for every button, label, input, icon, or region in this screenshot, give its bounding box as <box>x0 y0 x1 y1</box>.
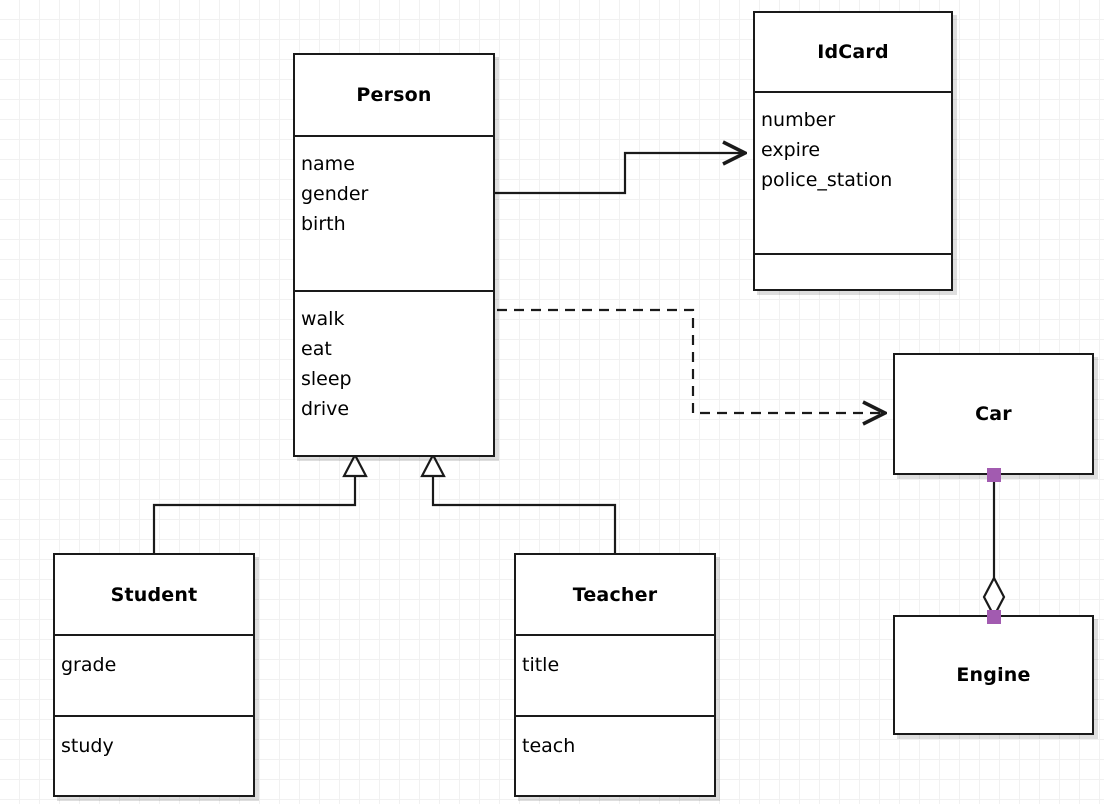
attribute-item: birth <box>301 213 346 235</box>
method-item: walk <box>301 308 345 330</box>
class-title-idcard: IdCard <box>817 41 889 63</box>
class-attributes-idcard: number expire police_station <box>755 91 951 253</box>
attribute-item: grade <box>61 654 117 676</box>
relation-teacher-person <box>420 452 617 553</box>
relation-car-engine <box>982 475 1006 619</box>
class-methods-person: walk eat sleep drive <box>295 290 493 455</box>
method-item: study <box>61 735 114 757</box>
uml-class-idcard[interactable]: IdCard number expire police_station <box>753 11 953 291</box>
uml-class-person[interactable]: Person name gender birth walk eat sleep … <box>293 53 495 457</box>
attribute-item: number <box>761 109 836 131</box>
method-item: drive <box>301 398 350 420</box>
relation-person-car <box>497 308 885 413</box>
relation-person-idcard <box>495 153 745 195</box>
class-attributes-person: name gender birth <box>295 135 493 290</box>
class-title-person: Person <box>356 84 432 106</box>
attribute-item: police_station <box>761 169 893 191</box>
class-methods-student: study <box>55 715 253 795</box>
class-attributes-student: grade <box>55 634 253 715</box>
attribute-item: title <box>522 654 560 676</box>
relation-student-person <box>152 452 368 553</box>
class-title-car: Car <box>975 403 1012 425</box>
attribute-item: name <box>301 153 355 175</box>
uml-class-student[interactable]: Student grade study <box>53 553 255 797</box>
class-title-engine: Engine <box>956 664 1031 686</box>
class-title-student: Student <box>110 583 198 606</box>
class-title-teacher: Teacher <box>572 583 658 606</box>
method-item: sleep <box>301 368 352 390</box>
uml-class-teacher[interactable]: Teacher title teach <box>514 553 716 797</box>
attribute-item: expire <box>761 139 821 161</box>
class-methods-idcard <box>755 253 951 289</box>
uml-class-car[interactable]: Car <box>893 353 1094 475</box>
method-item: eat <box>301 338 332 360</box>
attribute-item: gender <box>301 183 369 205</box>
class-methods-teacher: teach <box>516 715 714 795</box>
uml-class-engine[interactable]: Engine <box>893 615 1094 735</box>
class-attributes-teacher: title <box>516 634 714 715</box>
method-item: teach <box>522 735 576 757</box>
